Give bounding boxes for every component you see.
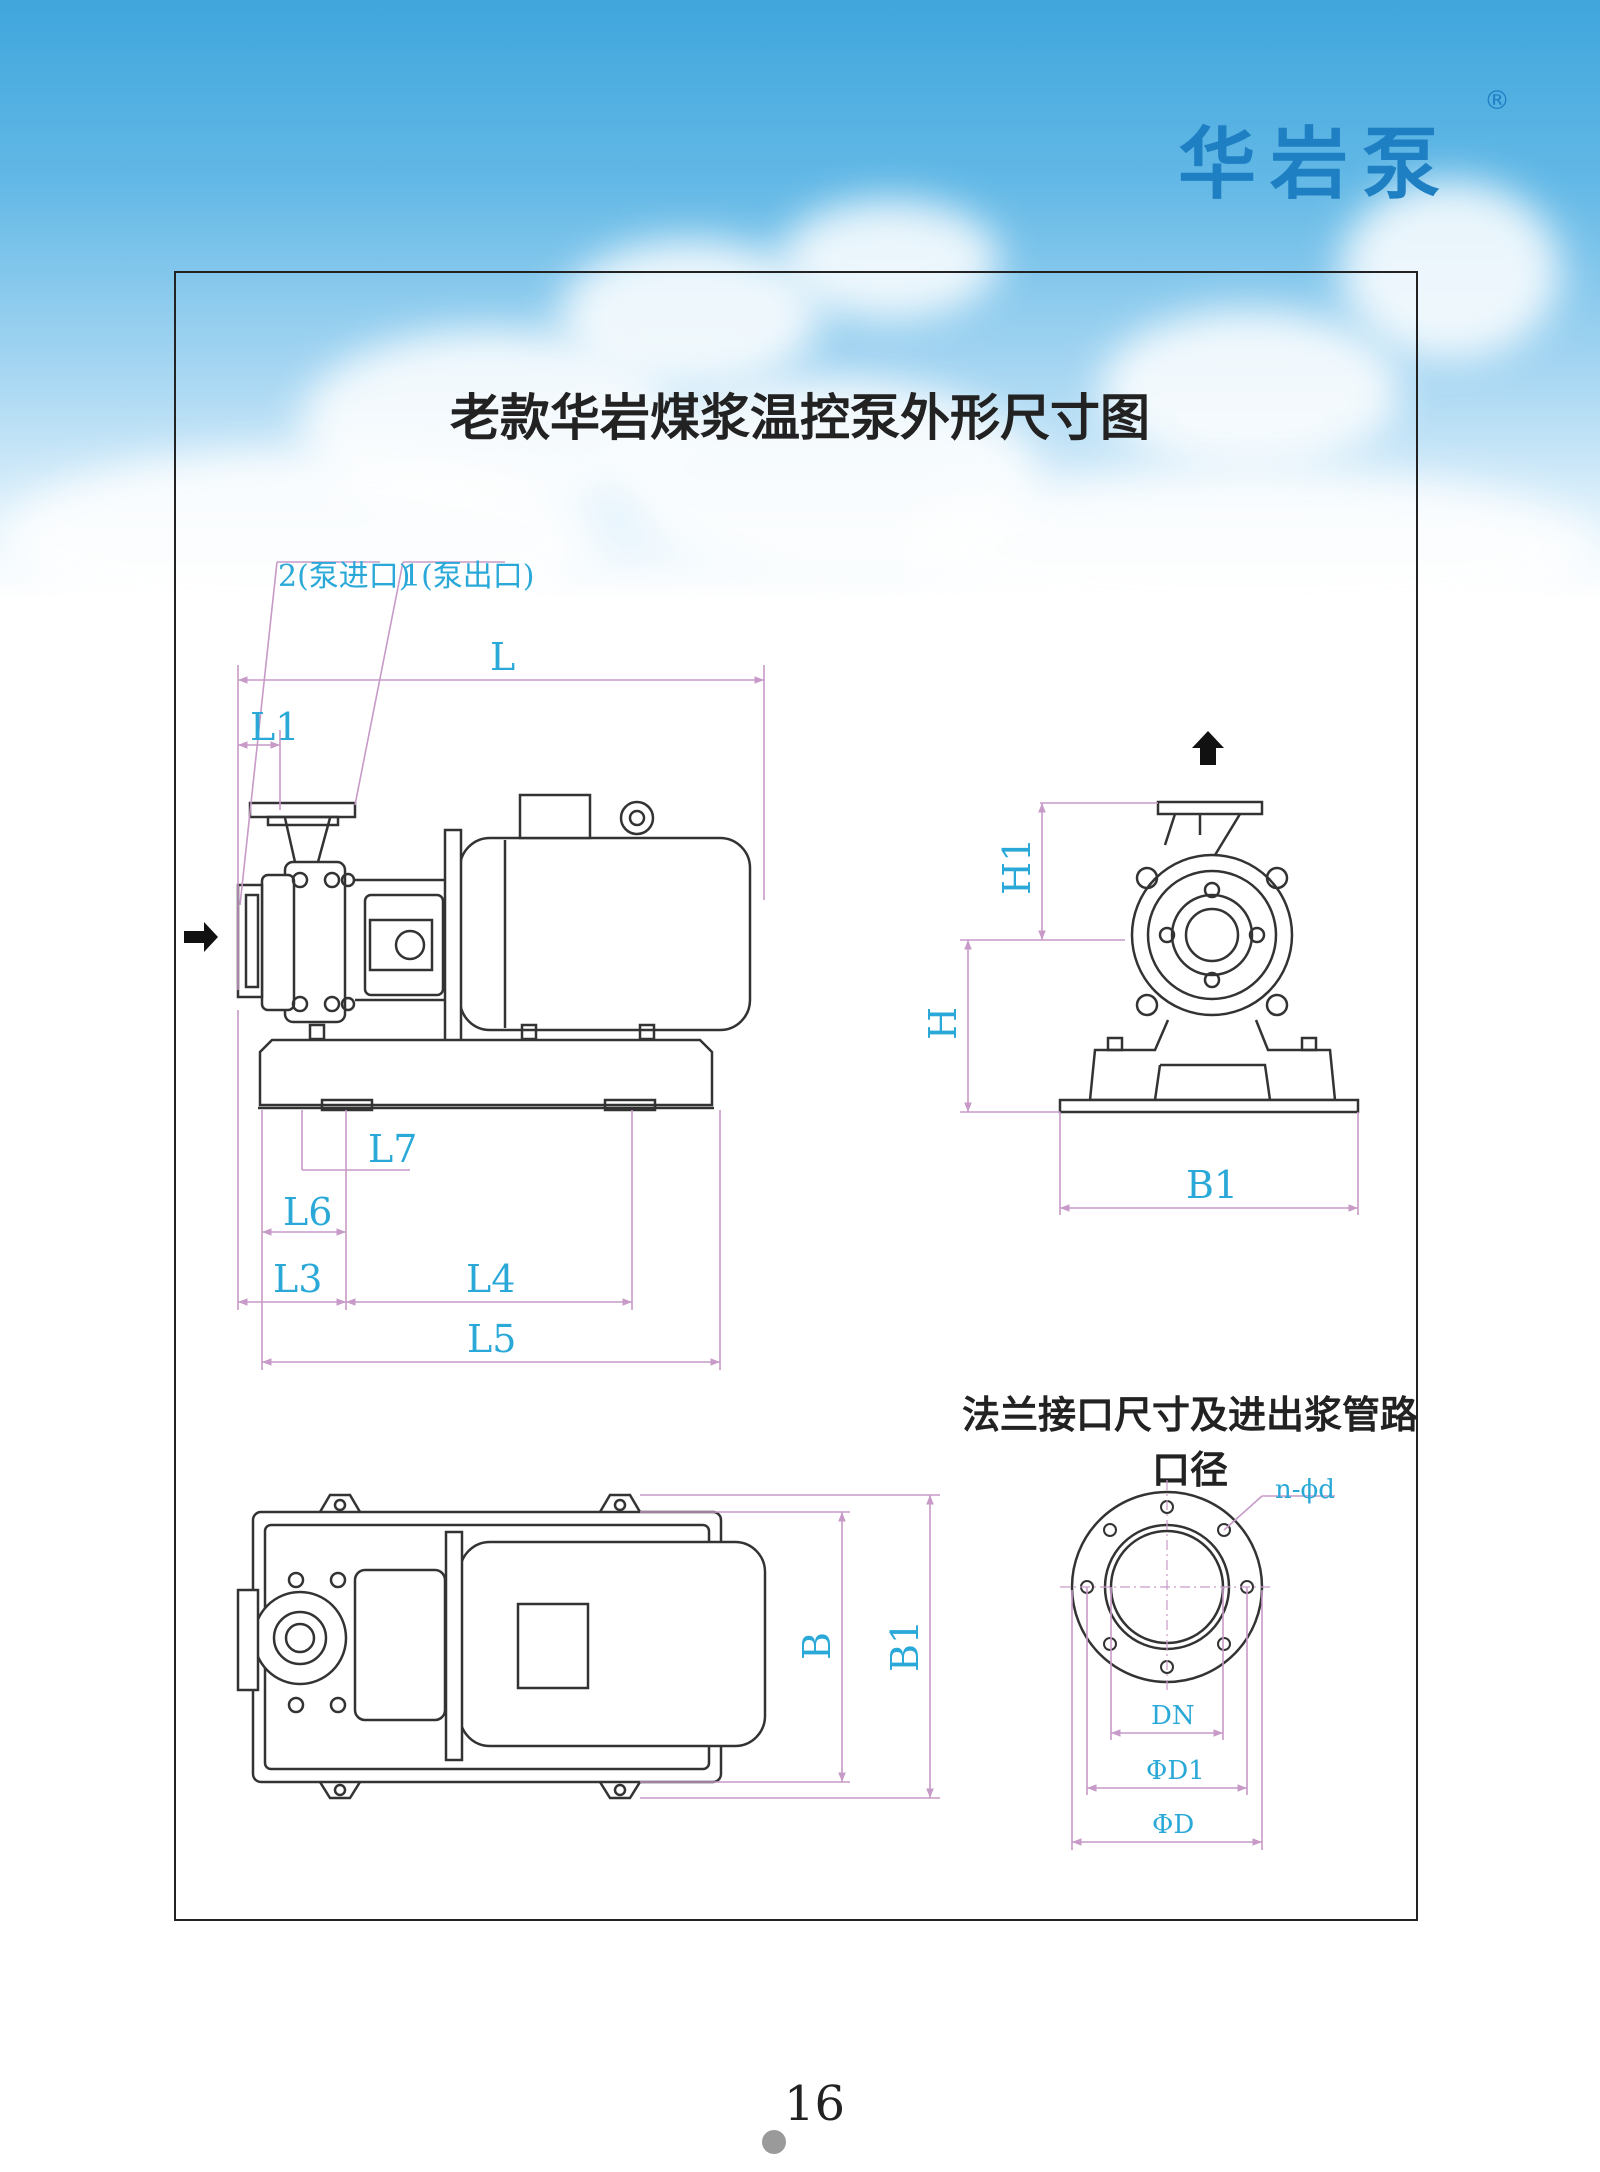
dim-H-label: H bbox=[921, 1007, 965, 1040]
drawing-frame bbox=[174, 271, 1418, 1921]
dim-L5-label: L5 bbox=[467, 1317, 516, 1361]
dim-phi-D1-label: ΦD1 bbox=[1146, 1756, 1205, 1786]
dim-B1-top-label: B1 bbox=[883, 1620, 927, 1672]
dim-phi-D-label: ΦD bbox=[1152, 1810, 1194, 1840]
flange-dimension-lines bbox=[1071, 1495, 1335, 1850]
page-number: 16 bbox=[784, 2076, 846, 2132]
dim-L-label: L bbox=[490, 635, 515, 679]
pump-end-view bbox=[1058, 800, 1360, 1114]
top-view-dimension-lines bbox=[640, 1494, 940, 1799]
dim-L6-label: L6 bbox=[283, 1190, 332, 1234]
side-view-dimension-lines bbox=[237, 561, 765, 1370]
inlet-callout-label: 2(泵进口) bbox=[278, 559, 411, 594]
dim-L3-label: L3 bbox=[273, 1257, 322, 1301]
outlet-callout-label: 1(泵出口) bbox=[402, 559, 535, 594]
dim-DN-label: DN bbox=[1151, 1701, 1195, 1731]
outlet-flow-arrow-icon bbox=[1192, 731, 1224, 765]
dim-H1-label: H1 bbox=[995, 838, 1039, 895]
dim-B-label: B bbox=[795, 1632, 839, 1660]
flange-section-title: 法兰接口尺寸及进出浆管路口径 bbox=[961, 1393, 1418, 1492]
sky-background bbox=[0, 0, 1600, 630]
dim-B1-end-label: B1 bbox=[1186, 1163, 1238, 1207]
brand-logo: 华岩泵 bbox=[1178, 120, 1455, 210]
pump-top-view bbox=[236, 1493, 767, 1800]
page-number-dot bbox=[762, 2130, 786, 2154]
end-view-dimension-lines bbox=[960, 802, 1359, 1215]
dim-L7-label: L7 bbox=[368, 1127, 417, 1171]
dim-n-phi-d-label: n-ϕd bbox=[1275, 1475, 1335, 1505]
flange-center-lines bbox=[1060, 1480, 1274, 1694]
registered-mark: ® bbox=[1484, 86, 1510, 116]
dim-L4-label: L4 bbox=[466, 1257, 515, 1301]
inlet-flow-arrow-icon bbox=[184, 922, 218, 952]
pump-side-view bbox=[236, 793, 752, 1112]
dim-L1-label: L1 bbox=[250, 705, 299, 749]
page-title: 老款华岩煤浆温控泵外形尺寸图 bbox=[450, 389, 1150, 447]
